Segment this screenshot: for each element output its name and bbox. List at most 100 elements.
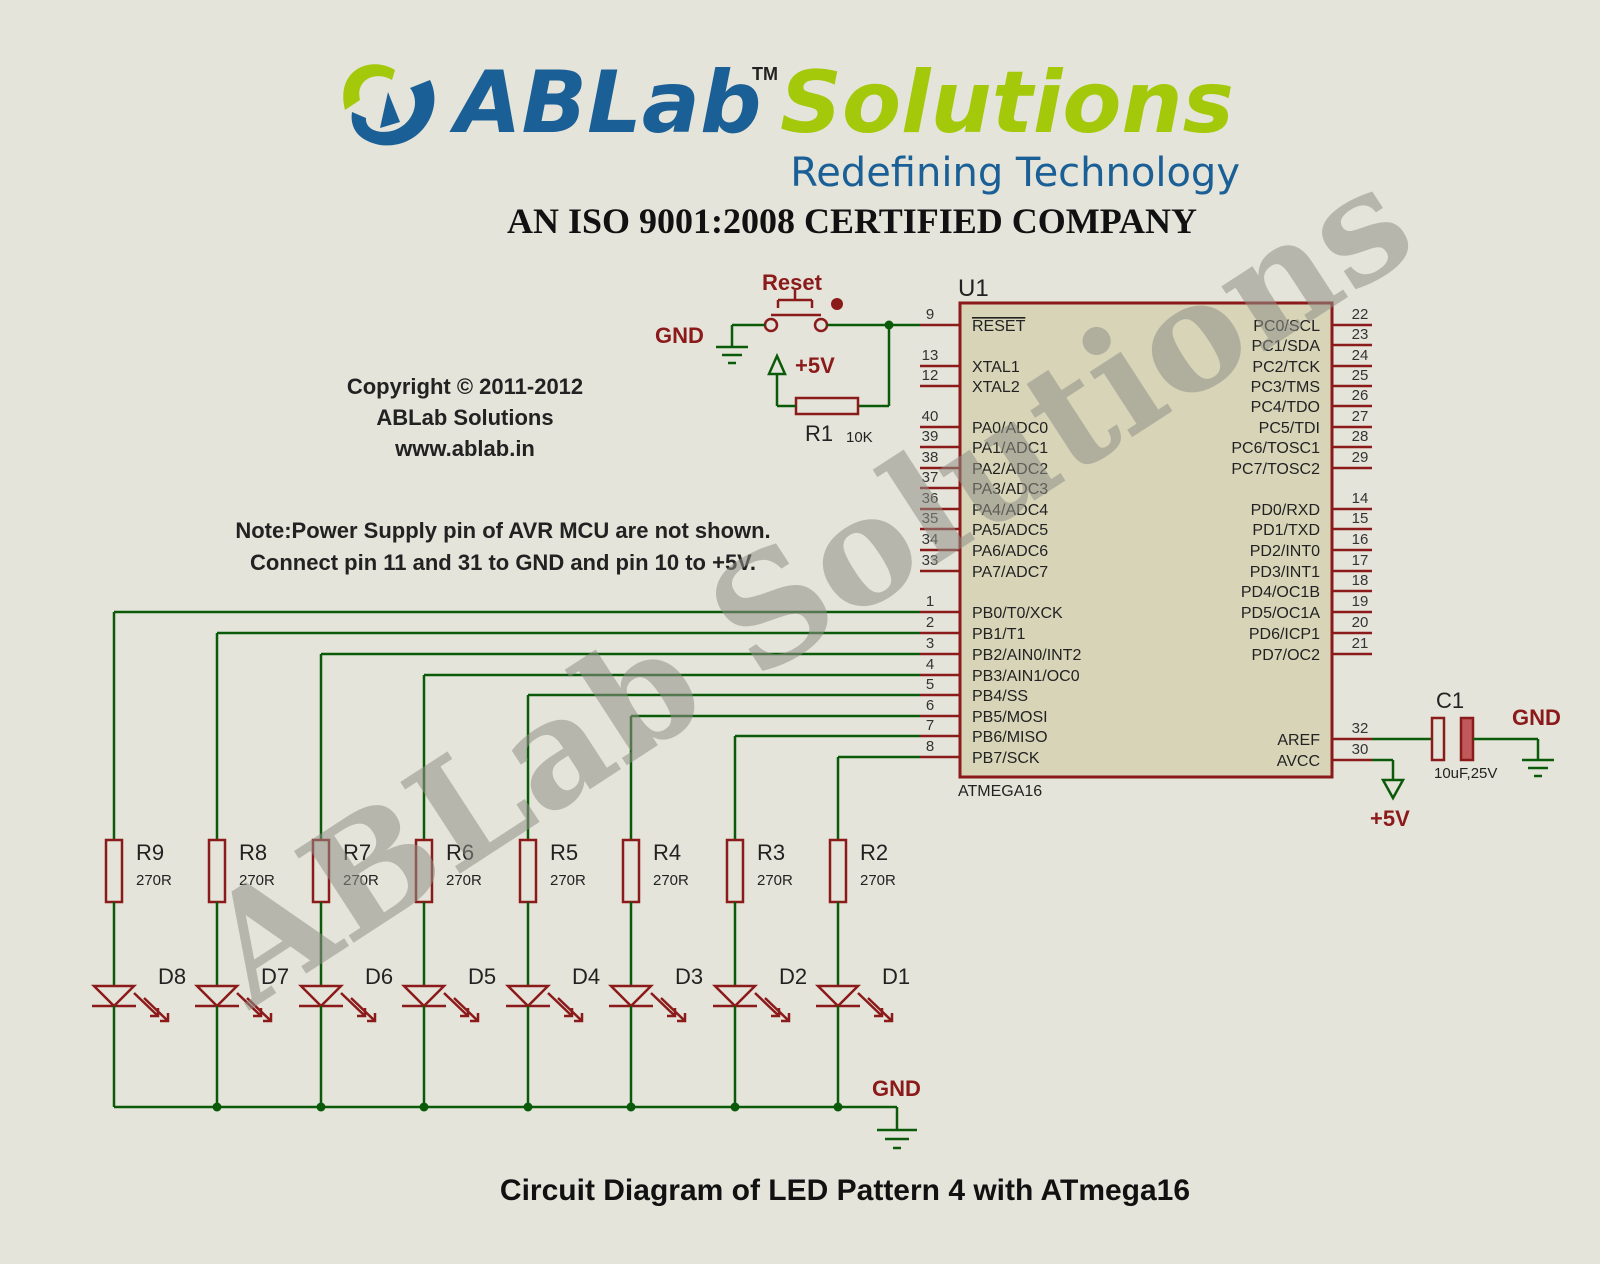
resistor-body bbox=[104, 838, 124, 904]
pin-name: PB3/AIN1/OC0 bbox=[972, 668, 1080, 685]
resistor-value: 270R bbox=[446, 872, 482, 889]
led-diode-icon bbox=[90, 984, 170, 1023]
avcc-vcc-label: +5V bbox=[1370, 806, 1410, 831]
pin-name: PA6/ADC6 bbox=[972, 543, 1048, 560]
led-ref: D4 bbox=[572, 964, 600, 989]
mcu-left-pins: 9RESET13XTAL112XTAL240PA0/ADC039PA1/ADC1… bbox=[920, 306, 1081, 767]
resistor-body bbox=[828, 838, 848, 904]
resistor-ref: R3 bbox=[757, 840, 785, 865]
led-diode-icon bbox=[814, 984, 894, 1023]
vcc-arrow-icon bbox=[767, 352, 787, 376]
pin-number: 13 bbox=[922, 347, 939, 364]
pin-name: PA1/ADC1 bbox=[972, 440, 1048, 457]
pin-number: 5 bbox=[926, 676, 934, 693]
pin-name: PA4/ADC4 bbox=[972, 502, 1048, 519]
logo-solutions-text: Solutions bbox=[780, 53, 1234, 153]
led-diode-icon bbox=[711, 984, 791, 1023]
c1-ref: C1 bbox=[1436, 688, 1464, 713]
pin-number: 28 bbox=[1352, 428, 1369, 445]
pin-name: PC6/TOSC1 bbox=[1231, 440, 1320, 457]
note-line-1: Note:Power Supply pin of AVR MCU are not… bbox=[235, 518, 770, 543]
pin-number: 9 bbox=[926, 306, 934, 323]
led-ground-bus: GND bbox=[114, 1076, 921, 1150]
pin-number: 34 bbox=[922, 531, 939, 548]
pin-number: 24 bbox=[1352, 347, 1369, 364]
resistor-ref: R5 bbox=[550, 840, 578, 865]
led-diode-icon bbox=[193, 984, 273, 1023]
pin-name: PC2/TCK bbox=[1252, 359, 1320, 376]
pin-name: PD7/OC2 bbox=[1252, 647, 1321, 664]
pin-number: 7 bbox=[926, 717, 934, 734]
pin-name: PA3/ADC3 bbox=[972, 481, 1048, 498]
pin-name: PC0/SCL bbox=[1253, 318, 1320, 335]
pin-name: PA7/ADC7 bbox=[972, 564, 1048, 581]
led-diode-icon bbox=[504, 984, 584, 1023]
led-ref: D6 bbox=[365, 964, 393, 989]
led-diode-icon bbox=[607, 984, 687, 1023]
resistor-value: 270R bbox=[757, 872, 793, 889]
led-ref: D8 bbox=[158, 964, 186, 989]
led-channel: R3 270R D2 bbox=[711, 734, 920, 1112]
logo-swirl-icon bbox=[343, 64, 435, 146]
pin-name: RESET bbox=[972, 318, 1026, 335]
pin-name: PC7/TOSC2 bbox=[1231, 461, 1320, 478]
pin-number: 38 bbox=[922, 449, 939, 466]
copyright-company: ABLab Solutions bbox=[376, 405, 553, 430]
pin-number: 30 bbox=[1352, 741, 1369, 758]
led-ref: D7 bbox=[261, 964, 289, 989]
pin-number: 25 bbox=[1352, 367, 1369, 384]
resistor-value: 270R bbox=[860, 872, 896, 889]
c1-plate-negative bbox=[1459, 716, 1475, 762]
logo-ab-text: ABLab bbox=[449, 53, 762, 153]
c1-plate-positive bbox=[1430, 716, 1446, 762]
logo-tm-text: TM bbox=[752, 64, 778, 84]
pin-name: PD4/OC1B bbox=[1241, 584, 1320, 601]
pin-name: PB1/T1 bbox=[972, 626, 1025, 643]
pin-name: PD1/TXD bbox=[1252, 522, 1320, 539]
led-ref: D2 bbox=[779, 964, 807, 989]
reset-switch-contact-left bbox=[763, 317, 779, 333]
pin-number: 23 bbox=[1352, 326, 1369, 343]
led-ref: D3 bbox=[675, 964, 703, 989]
reset-switch-indicator-icon bbox=[831, 298, 843, 310]
pin-number: 26 bbox=[1352, 387, 1369, 404]
resistor-value: 270R bbox=[550, 872, 586, 889]
pin-name: PC1/SDA bbox=[1252, 338, 1321, 355]
led-channels: R9270RD8R8270RD7R7270RD6R6270RD5R5270RD4… bbox=[90, 610, 920, 1112]
pin-number: 22 bbox=[1352, 306, 1369, 323]
pin-number: 8 bbox=[926, 738, 934, 755]
pin-number: 6 bbox=[926, 697, 934, 714]
pin-number: 2 bbox=[926, 614, 934, 631]
resistor-ref: R8 bbox=[239, 840, 267, 865]
pin-name: PC5/TDI bbox=[1259, 420, 1320, 437]
certification-line: AN ISO 9001:2008 CERTIFIED COMPANY bbox=[507, 201, 1197, 241]
pin-name: PB6/MISO bbox=[972, 729, 1048, 746]
mcu-body bbox=[958, 301, 1334, 779]
c1-gnd-label: GND bbox=[1512, 705, 1561, 730]
pin-name: PB7/SCK bbox=[972, 750, 1040, 767]
